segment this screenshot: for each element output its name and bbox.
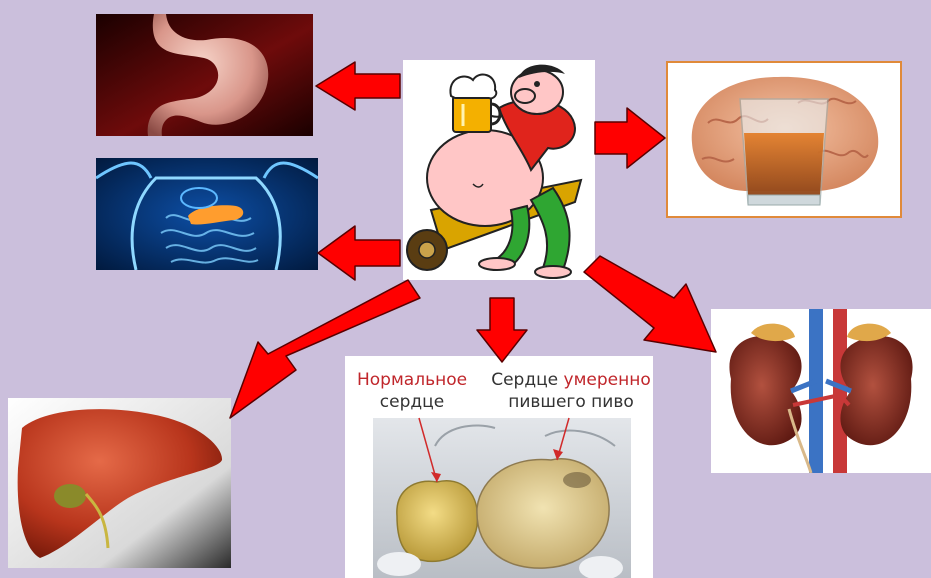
arrow-to-pancreas [318,226,400,280]
arrow-to-brain [595,108,665,168]
arrow-to-kidneys [584,256,716,352]
arrow-to-heart [477,298,527,362]
arrow-to-liver [230,280,420,418]
arrow-to-stomach [316,62,400,110]
